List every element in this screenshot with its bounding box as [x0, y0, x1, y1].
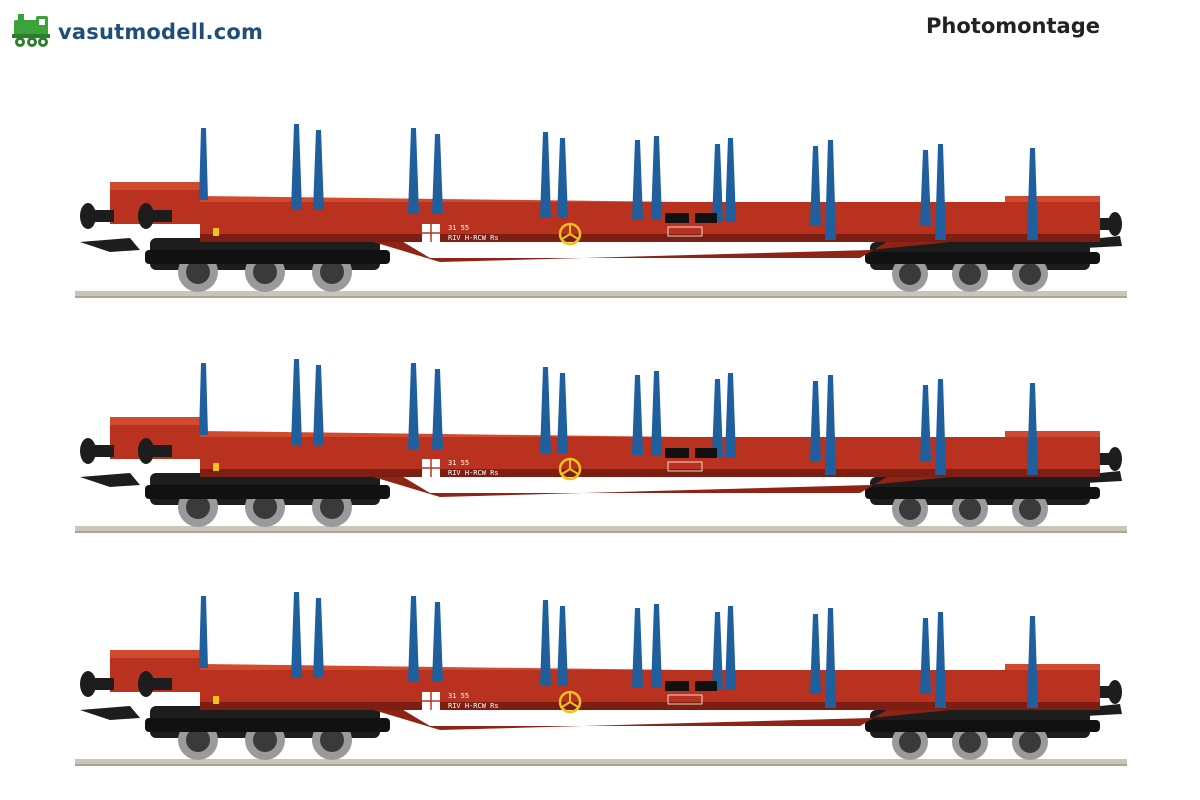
wagon-marking-code: RIV H-RCW Rs: [448, 234, 499, 242]
bogie-right: [865, 477, 1100, 527]
locomotive-logo-icon: [10, 12, 52, 52]
wagon-markings: 31 55 RIV H-RCW Rs: [422, 681, 717, 710]
buffers-right: [1100, 212, 1122, 236]
underframe: [300, 690, 970, 730]
wagon-markings: 31 55 RIV H-RCW Rs: [422, 448, 717, 477]
wagon-marking-code: RIV H-RCW Rs: [448, 702, 499, 710]
bogie-left: [145, 238, 390, 292]
wheel-marking-icon: [558, 690, 582, 714]
stake-wagon-2: 31 55 RIV H-RCW Rs: [70, 345, 1130, 545]
stanchions: [199, 124, 1038, 240]
stanchions: [199, 359, 1038, 475]
buffers-left: [80, 438, 172, 464]
stake-wagon-1: 31 55 RIV H-RCW Rs: [70, 110, 1130, 310]
rail: [75, 291, 1127, 296]
bogie-right: [865, 242, 1100, 292]
wagon-markings: 31 55 RIV H-RCW Rs: [422, 213, 717, 242]
wagon-marking-code: RIV H-RCW Rs: [448, 469, 499, 477]
underframe: [300, 222, 970, 262]
wagon-marking-number: 31 55: [448, 459, 469, 467]
wheel-marking-icon: [558, 222, 582, 246]
stanchions: [199, 592, 1038, 708]
logo-text: vasutmodell.com: [58, 20, 264, 44]
wheel-marking-icon: [558, 457, 582, 481]
bogie-right: [865, 710, 1100, 760]
rail: [75, 759, 1127, 764]
bogie-left: [145, 706, 390, 760]
wagon-marking-number: 31 55: [448, 224, 469, 232]
underframe: [300, 457, 970, 497]
buffers-right: [1100, 447, 1122, 471]
rail: [75, 526, 1127, 531]
wagon-marking-number: 31 55: [448, 692, 469, 700]
buffers-left: [80, 203, 172, 229]
site-logo[interactable]: vasutmodell.com: [10, 12, 263, 52]
stake-wagon-3: 31 55 RIV H-RCW Rs: [70, 578, 1130, 778]
bogie-left: [145, 473, 390, 527]
photomontage-label: Photomontage: [926, 14, 1100, 38]
buffers-right: [1100, 680, 1122, 704]
buffers-left: [80, 671, 172, 697]
